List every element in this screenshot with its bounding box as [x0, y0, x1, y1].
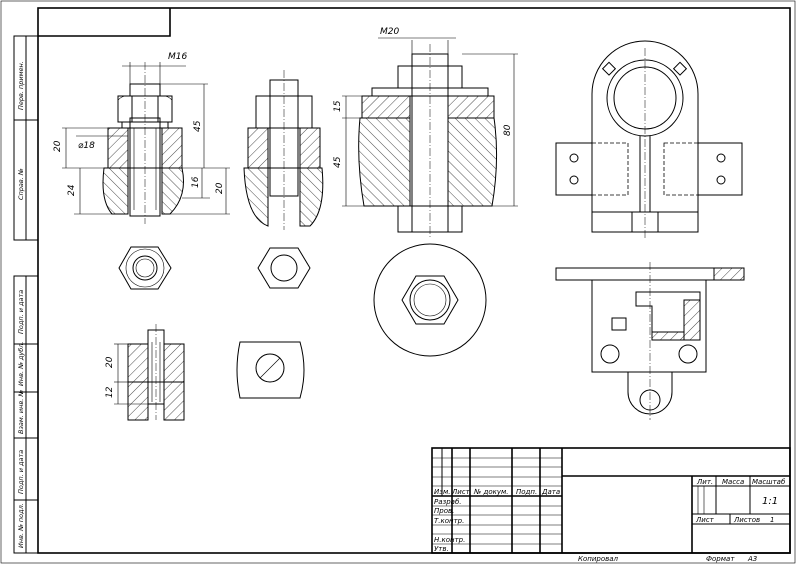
- dim-bolt-thread: M16: [168, 52, 187, 62]
- tb-sheets: Листов: [733, 516, 760, 524]
- dim-bolt-45: 45: [193, 120, 203, 132]
- stamp-perv-primen: Перв. примен.: [17, 61, 25, 110]
- stamp-podp-data-1: Подп. и дата: [17, 290, 25, 334]
- tb-sheet: Лист: [695, 516, 715, 524]
- tb-date: Дата: [541, 488, 560, 496]
- tb-nkontr: Н.контр.: [434, 536, 465, 544]
- dim-stud-15: 15: [333, 100, 343, 112]
- dim-bolt-24: 24: [67, 184, 77, 196]
- screw-top-view: [236, 341, 305, 399]
- tb-utv: Утв.: [434, 545, 449, 553]
- dim-screw-20: 20: [105, 356, 115, 368]
- stamp-inv-podl: Инв. № подл.: [17, 503, 25, 548]
- tb-razrab: Разраб.: [434, 498, 462, 506]
- bracket-front-view: [555, 40, 743, 238]
- side-stamp-strip: Перв. примен. Справ. № Подп. и дата Инв.…: [13, 35, 39, 554]
- screw-connection-section: 20 12: [105, 324, 185, 421]
- tb-sheets-value: 1: [770, 516, 774, 524]
- tb-izm: Изм.: [434, 488, 450, 496]
- stud-top-view: [373, 243, 487, 357]
- tb-masshtab: Масштаб: [752, 478, 786, 486]
- tb-doc: № докум.: [473, 488, 509, 496]
- stamp-vzam-inv: Взам. инв. №: [17, 390, 25, 434]
- dim-stud-45: 45: [333, 156, 343, 168]
- tb-tkontr: Т.контр.: [434, 517, 464, 525]
- dim-screw-12: 12: [105, 386, 115, 398]
- stamp-inv-dubl: Инв. № дубл.: [17, 342, 25, 386]
- tb-sign: Подп.: [516, 488, 537, 496]
- dim-stud-80: 80: [503, 124, 513, 136]
- bracket-section-view: [555, 262, 745, 420]
- dim-bolt-20-right: 20: [215, 182, 225, 194]
- tb-lit: Лит.: [696, 478, 713, 486]
- tb-massa: Масса: [722, 478, 744, 486]
- tb-format-value: А3: [747, 555, 757, 563]
- bolt-dimensions: M16 20 ⌀18 24 45 16 20: [53, 52, 230, 215]
- dim-bolt-hole: ⌀18: [78, 141, 95, 151]
- tb-scale-value: 1:1: [762, 496, 778, 507]
- dim-bolt-20-top: 20: [53, 140, 63, 152]
- dim-bolt-16: 16: [191, 176, 201, 188]
- stamp-podp-data-2: Подп. и дата: [17, 450, 25, 494]
- stud-connection-section: M20 15 45 80: [333, 27, 518, 238]
- bolt-nut-top-view: [118, 246, 172, 290]
- dim-stud-thread: M20: [380, 27, 399, 37]
- tb-kopiroval: Копировал: [578, 555, 619, 563]
- bolt-connection-section: [102, 62, 184, 224]
- tb-list: Лист: [451, 488, 471, 496]
- tb-prov: Пров.: [434, 507, 454, 515]
- title-block: Изм. Лист № докум. Подп. Дата Разраб. Пр…: [431, 447, 791, 563]
- stamp-sprav: Справ. №: [17, 168, 25, 200]
- simplified-bolt-section: [243, 70, 324, 289]
- tb-format: Формат: [706, 555, 735, 563]
